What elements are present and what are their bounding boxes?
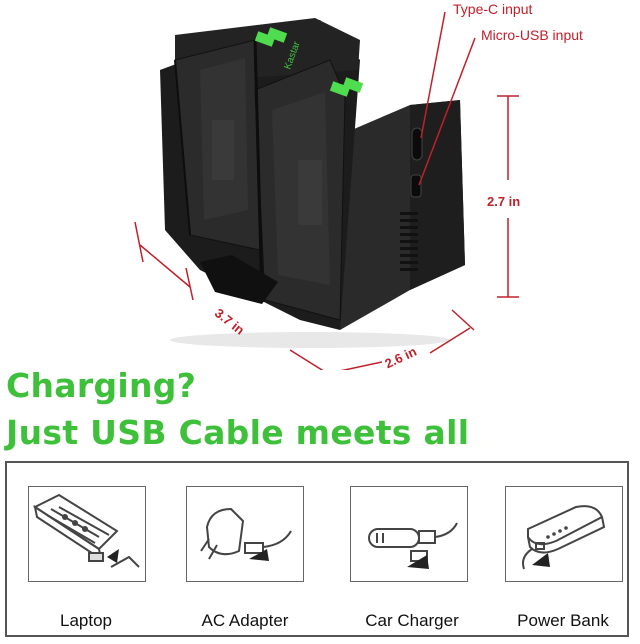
ac-adapter-icon (200, 507, 292, 561)
laptop-option (28, 486, 146, 582)
ac-adapter-option (186, 486, 304, 582)
ac-adapter-label: AC Adapter (201, 611, 289, 630)
car-charger-option (350, 486, 468, 582)
power-bank-option (505, 486, 623, 582)
power-bank-label: Power Bank (517, 611, 609, 630)
headline-line-1: Charging? (6, 366, 197, 405)
dual-battery-charger-image: Kastar (134, 11, 519, 381)
car-charger-icon (368, 522, 458, 569)
laptop-label: Laptop (60, 611, 112, 630)
power-bank-icon (522, 505, 606, 570)
height-dimension-label: 2.7 in (487, 194, 521, 209)
micro-usb-callout: Micro-USB input (481, 27, 583, 43)
type-c-callout: Type-C input (453, 1, 533, 17)
laptop-icon (32, 493, 140, 568)
headline-line-2: Just USB Cable meets all (6, 413, 470, 452)
car-charger-label: Car Charger (365, 611, 459, 630)
charger-illustration: Kastar (134, 1, 583, 381)
